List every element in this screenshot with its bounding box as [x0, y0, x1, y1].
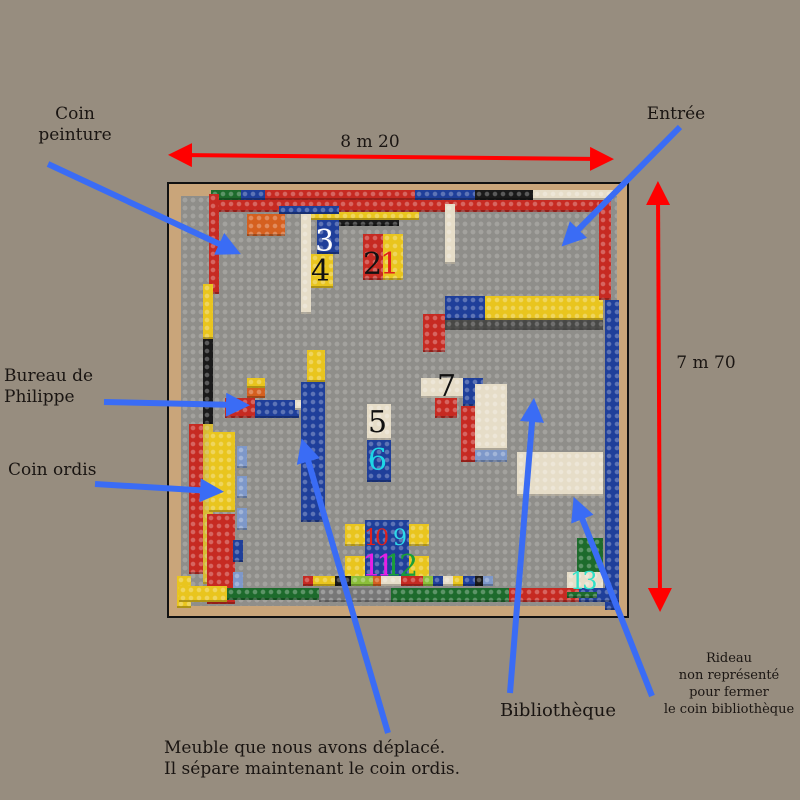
label-height-dimension: 7 m 70 — [676, 353, 736, 373]
label-width-dimension: 8 m 20 — [340, 132, 400, 152]
philippe-desk — [247, 388, 265, 398]
label-meuble: Meuble que nous avons déplacé. Il sépare… — [164, 738, 524, 780]
computer-desk — [209, 432, 235, 512]
wall-top — [241, 190, 265, 200]
shelf — [485, 296, 603, 320]
label-line: peinture — [38, 125, 112, 145]
philippe-desk — [295, 400, 303, 410]
wall-bottom — [391, 588, 509, 602]
wall-top — [533, 190, 613, 200]
width-dimension-arrow — [168, 143, 614, 171]
wall-top — [415, 190, 475, 200]
wall-bottom — [227, 588, 319, 600]
pillar — [445, 204, 455, 264]
wall-top — [475, 190, 533, 200]
wall-bottom — [319, 588, 391, 602]
marker-7: 7 — [437, 369, 457, 404]
computer — [237, 508, 247, 530]
pillar — [301, 214, 311, 314]
sofa — [475, 384, 507, 450]
wall-left — [203, 424, 213, 584]
wall-bottom — [463, 576, 475, 586]
brick-1 — [383, 234, 403, 280]
bookshelf — [517, 452, 603, 496]
shelf-red — [423, 314, 445, 352]
moved-furniture — [301, 382, 325, 522]
wall-bottom — [433, 576, 443, 586]
wall-right — [605, 300, 619, 610]
marker-1: 1 — [380, 247, 400, 282]
label-line: Rideau — [705, 651, 753, 666]
wall-bottom — [401, 576, 423, 586]
label-coin-ordis: Coin ordis — [8, 460, 97, 480]
wall-bottom — [423, 576, 433, 586]
marker-6: 6 — [368, 443, 388, 478]
label-bureau-philippe: Bureau de Philippe — [4, 366, 114, 408]
wall-bottom — [381, 576, 401, 586]
computer — [233, 572, 243, 594]
wall-bottom — [483, 576, 493, 586]
wall-top-inner — [219, 200, 609, 212]
wall-left — [203, 339, 213, 424]
shelf-shadow — [445, 320, 603, 330]
table-chair — [345, 524, 365, 546]
brick-7 — [421, 378, 467, 398]
wall-bottom — [335, 576, 351, 586]
label-line: Bureau de — [4, 366, 94, 386]
wall-top — [265, 190, 415, 200]
computer — [233, 540, 243, 562]
wall-top-inner — [319, 220, 399, 226]
computer — [237, 446, 247, 468]
wall-bottom — [443, 576, 453, 586]
label-line: non représenté — [678, 668, 780, 683]
brick-2 — [363, 234, 383, 280]
label-bibliotheque: Bibliothèque — [499, 700, 617, 721]
marker-13: 13 — [570, 567, 597, 595]
wall-left — [209, 194, 219, 294]
label-line: le coin bibliothèque — [663, 702, 795, 717]
label-line: pour fermer — [689, 685, 769, 700]
wall-left — [203, 284, 213, 339]
brick-3 — [317, 220, 339, 254]
painting-table — [247, 214, 285, 236]
philippe-desk — [247, 378, 265, 388]
philippe-desk — [255, 400, 299, 418]
height-dimension-arrow — [646, 181, 672, 612]
moved-furniture — [307, 350, 325, 382]
wall-bottom — [475, 576, 483, 586]
marker-3: 3 — [315, 224, 335, 259]
computer — [237, 476, 247, 498]
wall-bottom — [303, 576, 313, 586]
wall-bottom — [179, 586, 227, 602]
wall-bottom — [453, 576, 463, 586]
table-chair — [409, 524, 429, 546]
label-entree: Entrée — [646, 104, 706, 124]
brick-5 — [367, 404, 391, 440]
table-chair — [409, 556, 429, 578]
brick-7 — [435, 398, 457, 418]
label-line: Il sépare maintenant le coin ordis. — [164, 759, 461, 779]
wall-right — [599, 200, 611, 300]
label-line: Philippe — [4, 387, 75, 407]
label-rideau: Rideau non représenté pour fermer le coi… — [654, 650, 800, 718]
sofa — [461, 406, 475, 462]
marker-4: 4 — [311, 254, 331, 289]
philippe-desk — [225, 398, 255, 418]
label-line: Coin — [55, 104, 95, 124]
brick-4 — [311, 254, 333, 288]
shelf — [445, 296, 485, 320]
marker-5: 5 — [368, 405, 388, 440]
label-line: Meuble que nous avons déplacé. — [164, 738, 446, 758]
marker-2: 2 — [363, 247, 383, 282]
wall-top-inner — [279, 206, 339, 214]
marker-12: 12 — [384, 549, 418, 584]
sofa — [475, 450, 507, 462]
wall-bottom — [313, 576, 335, 586]
marker-9: 9 — [393, 526, 407, 551]
label-coin-peinture: Coin peinture — [30, 104, 120, 146]
wall-top-inner — [309, 212, 419, 220]
wall-left — [189, 424, 203, 574]
